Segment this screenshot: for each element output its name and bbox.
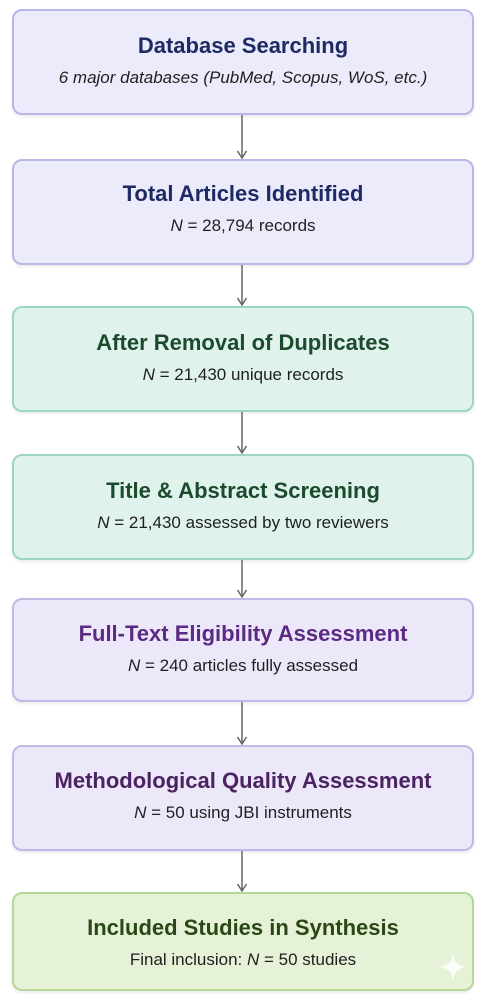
step-database-searching: Database Searching 6 major databases (Pu… [12, 9, 474, 115]
step-subtitle-text: = 21,430 assessed by two reviewers [109, 513, 389, 532]
step-subtitle-text: = 28,794 records [182, 216, 316, 235]
step-subtitle-text: = 50 using JBI instruments [146, 803, 352, 822]
step-subtitle: N = 240 articles fully assessed [14, 655, 472, 677]
arrow-down-icon [236, 560, 248, 599]
step-subtitle: N = 21,430 unique records [14, 364, 472, 386]
step-title: Database Searching [137, 33, 349, 58]
step-subtitle: N = 28,794 records [14, 215, 472, 237]
step-subtitle: Final inclusion: N = 50 studies [14, 949, 472, 971]
arrow-down-icon [236, 702, 248, 746]
step-subtitle-text: 6 major databases (PubMed, Scopus, WoS, … [58, 68, 428, 87]
step-title-abstract-screening: Title & Abstract Screening N = 21,430 as… [12, 454, 474, 560]
step-subtitle: 6 major databases (PubMed, Scopus, WoS, … [14, 67, 472, 89]
step-subtitle-prefix: Final inclusion: [129, 950, 247, 969]
step-subtitle-text: = 50 studies [259, 950, 357, 969]
arrow-down-icon [236, 412, 248, 455]
step-title: Full-Text Eligibility Assessment [78, 621, 408, 646]
step-subtitle: N = 21,430 assessed by two reviewers [14, 512, 472, 534]
step-title: After Removal of Duplicates [96, 330, 390, 355]
step-subtitle-text: = 240 articles fully assessed [140, 656, 359, 675]
step-subtitle-text: = 21,430 unique records [154, 365, 344, 384]
step-total-articles: Total Articles Identified N = 28,794 rec… [12, 159, 474, 265]
arrow-down-icon [236, 851, 248, 893]
arrow-down-icon [236, 265, 248, 307]
step-full-text-eligibility: Full-Text Eligibility Assessment N = 240… [12, 598, 474, 702]
arrow-down-icon [236, 115, 248, 160]
sparkle-icon [439, 953, 467, 981]
step-title: Total Articles Identified [122, 181, 364, 206]
step-subtitle: N = 50 using JBI instruments [14, 802, 472, 824]
step-included-studies: Included Studies in Synthesis Final incl… [12, 892, 474, 991]
n-symbol: N [142, 365, 155, 384]
step-removal-duplicates: After Removal of Duplicates N = 21,430 u… [12, 306, 474, 412]
step-title: Methodological Quality Assessment [54, 768, 432, 793]
n-symbol: N [97, 513, 110, 532]
step-title: Included Studies in Synthesis [87, 915, 399, 940]
n-symbol: N [170, 216, 183, 235]
n-symbol: N [134, 803, 147, 822]
n-symbol: N [127, 656, 141, 675]
step-methodological-quality: Methodological Quality Assessment N = 50… [12, 745, 474, 851]
step-title: Title & Abstract Screening [106, 478, 380, 503]
n-symbol: N [247, 950, 260, 969]
